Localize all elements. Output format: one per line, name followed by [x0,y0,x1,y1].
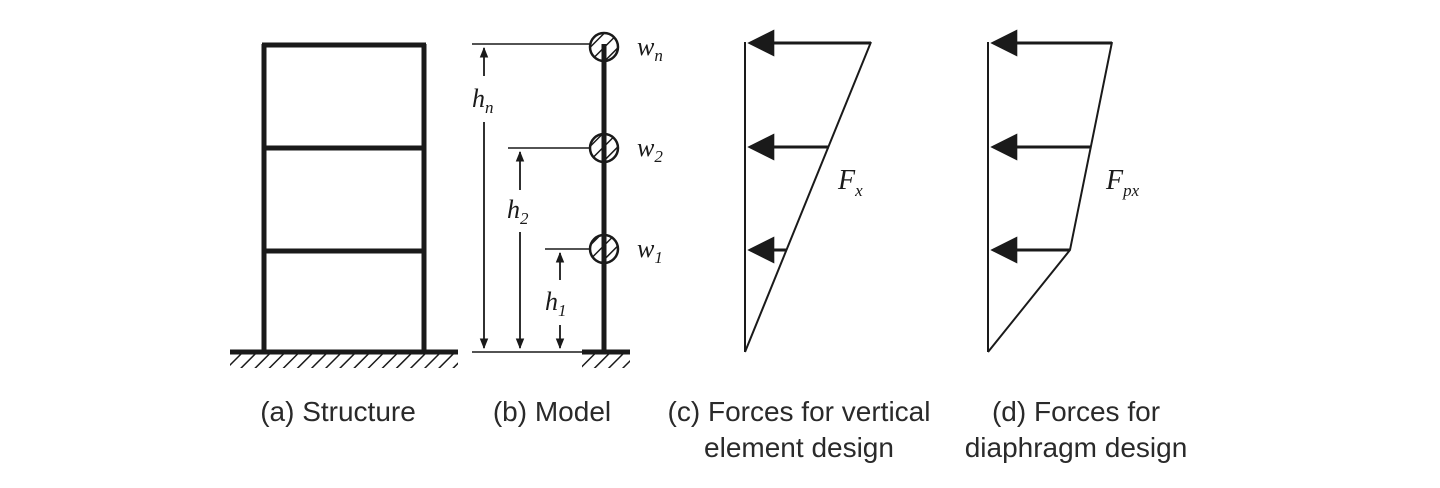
vertical-force-envelope [744,41,872,353]
caption-vertical-forces-line1: (c) Forces for vertical [667,396,931,427]
caption-vertical-forces: (c) Forces for vertical element design [644,394,954,466]
diaphragm-force-envelope [987,41,1113,353]
vertical-force-arrows [747,29,871,264]
weight-label-1: w1 [637,234,663,267]
weight-label-n: wn [637,32,663,65]
ground-hatch-model [582,354,630,368]
caption-vertical-forces-line2: element design [704,432,894,463]
mass-node-2 [588,132,620,164]
force-envelope-line-c [744,41,872,353]
height-label-2: h2 [507,195,529,228]
weight-label-2: w2 [637,133,663,166]
model-stick [582,44,630,355]
height-label-n: hn [472,84,494,117]
structure-frame [230,42,458,355]
mass-node-n [588,31,620,63]
caption-diaphragm-forces-line2: diaphragm design [964,432,1188,463]
caption-diaphragm-forces-line1: (d) Forces for [991,396,1161,427]
mass-node-1 [588,233,620,265]
force-envelope-line-d [987,41,1113,353]
force-label-fx: Fx [837,165,863,200]
height-extension-lines [472,43,590,353]
height-label-1: h1 [545,287,567,320]
caption-diaphragm-forces: (d) Forces for diaphragm design [944,394,1208,466]
caption-structure: (a) Structure [260,396,416,427]
ground-hatch-structure [230,354,458,368]
force-label-fpx: Fpx [1105,165,1140,200]
caption-model: (b) Model [492,396,612,427]
diaphragm-force-arrows [990,29,1112,264]
